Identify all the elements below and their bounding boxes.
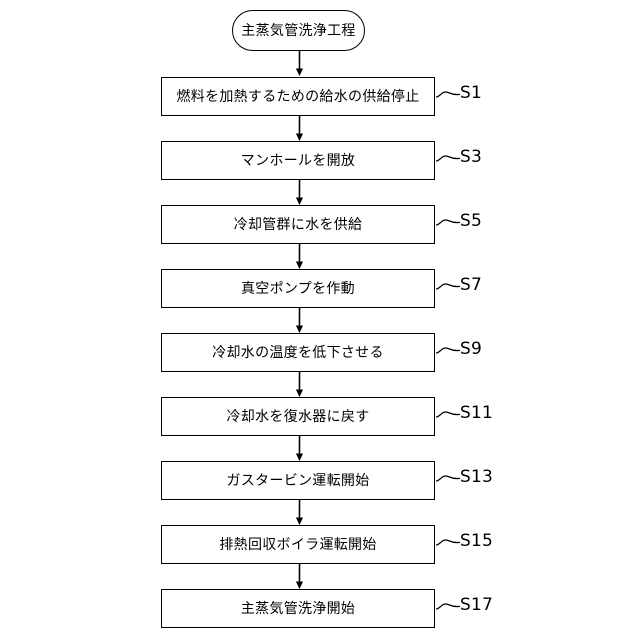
step-leader-tilde-icon: [435, 283, 461, 290]
flowchart-step-number: S1: [460, 83, 483, 103]
step-leader-tilde-icon: [435, 475, 461, 482]
flowchart-step-number: S3: [460, 147, 483, 167]
flowchart-step: 冷却水の温度を低下させる S9: [161, 333, 482, 372]
flowchart-step-box: 主蒸気管洗浄開始: [161, 589, 435, 628]
flowchart-step-number: S15: [460, 531, 494, 551]
step-leader-tilde-icon: [435, 411, 461, 418]
flowchart-step-box: 排熱回収ボイラ運転開始: [161, 525, 435, 564]
flowchart-step-box: 真空ポンプを作動: [161, 269, 435, 308]
flowchart-step-label: ガスタービン運転開始: [226, 472, 370, 489]
connector-arrow: [295, 436, 304, 461]
flowchart-step: 冷却管群に水を供給 S5: [161, 205, 482, 244]
connector-arrow: [295, 308, 304, 333]
flowchart-step: 冷却水を復水器に戻す S11: [161, 397, 493, 436]
flowchart-step-box: 冷却水の温度を低下させる: [161, 333, 435, 372]
flowchart-step-box: 冷却水を復水器に戻す: [161, 397, 435, 436]
flowchart-step: マンホールを開放 S3: [161, 141, 482, 180]
flowchart-step-number: S17: [460, 595, 494, 615]
connector-arrow: [295, 564, 304, 589]
flowchart-step-label: マンホールを開放: [240, 152, 356, 169]
flowchart-step-number: S7: [460, 275, 483, 295]
flowchart-step-number: S13: [460, 467, 494, 487]
flowchart-step-number: S5: [460, 211, 483, 231]
flowchart-step-label: 真空ポンプを作動: [241, 280, 355, 297]
step-leader-tilde-icon: [435, 603, 461, 610]
flowchart-step-label: 冷却管群に水を供給: [233, 216, 363, 233]
step-leader-tilde-icon: [435, 219, 461, 226]
flowchart-step-label: 燃料を加熱するための給水の供給停止: [176, 88, 420, 105]
flowchart-step-box: 燃料を加熱するための給水の供給停止: [161, 77, 435, 116]
flowchart-step-label: 排熱回収ボイラ運転開始: [219, 536, 377, 553]
flowchart-step-label: 主蒸気管洗浄開始: [240, 600, 356, 617]
connector-arrow: [295, 244, 304, 269]
flowchart-step: 燃料を加熱するための給水の供給停止 S1: [161, 77, 482, 116]
flowchart-step: ガスタービン運転開始 S13: [161, 461, 493, 500]
connector-arrow: [295, 500, 304, 525]
flowchart-step-box: ガスタービン運転開始: [161, 461, 435, 500]
flowchart-step: 主蒸気管洗浄開始 S17: [161, 589, 493, 628]
flowchart-step-box: マンホールを開放: [161, 141, 435, 180]
flowchart-step-number: S9: [460, 339, 483, 359]
flowchart-start-label: 主蒸気管洗浄工程: [241, 22, 356, 39]
flowchart-step: 真空ポンプを作動 S7: [161, 269, 482, 308]
flowchart-step-number: S11: [460, 403, 494, 423]
flowchart-step-box: 冷却管群に水を供給: [161, 205, 435, 244]
flowchart-step-label: 冷却水の温度を低下させる: [212, 344, 384, 361]
step-leader-tilde-icon: [435, 91, 461, 98]
flowchart-step: 排熱回収ボイラ運転開始 S15: [161, 525, 493, 564]
connector-arrow: [295, 116, 304, 141]
step-leader-tilde-icon: [435, 155, 461, 162]
connector-arrow: [295, 180, 304, 205]
step-leader-tilde-icon: [435, 347, 461, 354]
step-leader-tilde-icon: [435, 539, 461, 546]
flowchart-step-label: 冷却水を復水器に戻す: [226, 408, 370, 425]
connector-arrow-start: [295, 51, 304, 76]
flowchart-start-node: 主蒸気管洗浄工程: [232, 10, 365, 51]
connector-arrow: [295, 372, 304, 397]
